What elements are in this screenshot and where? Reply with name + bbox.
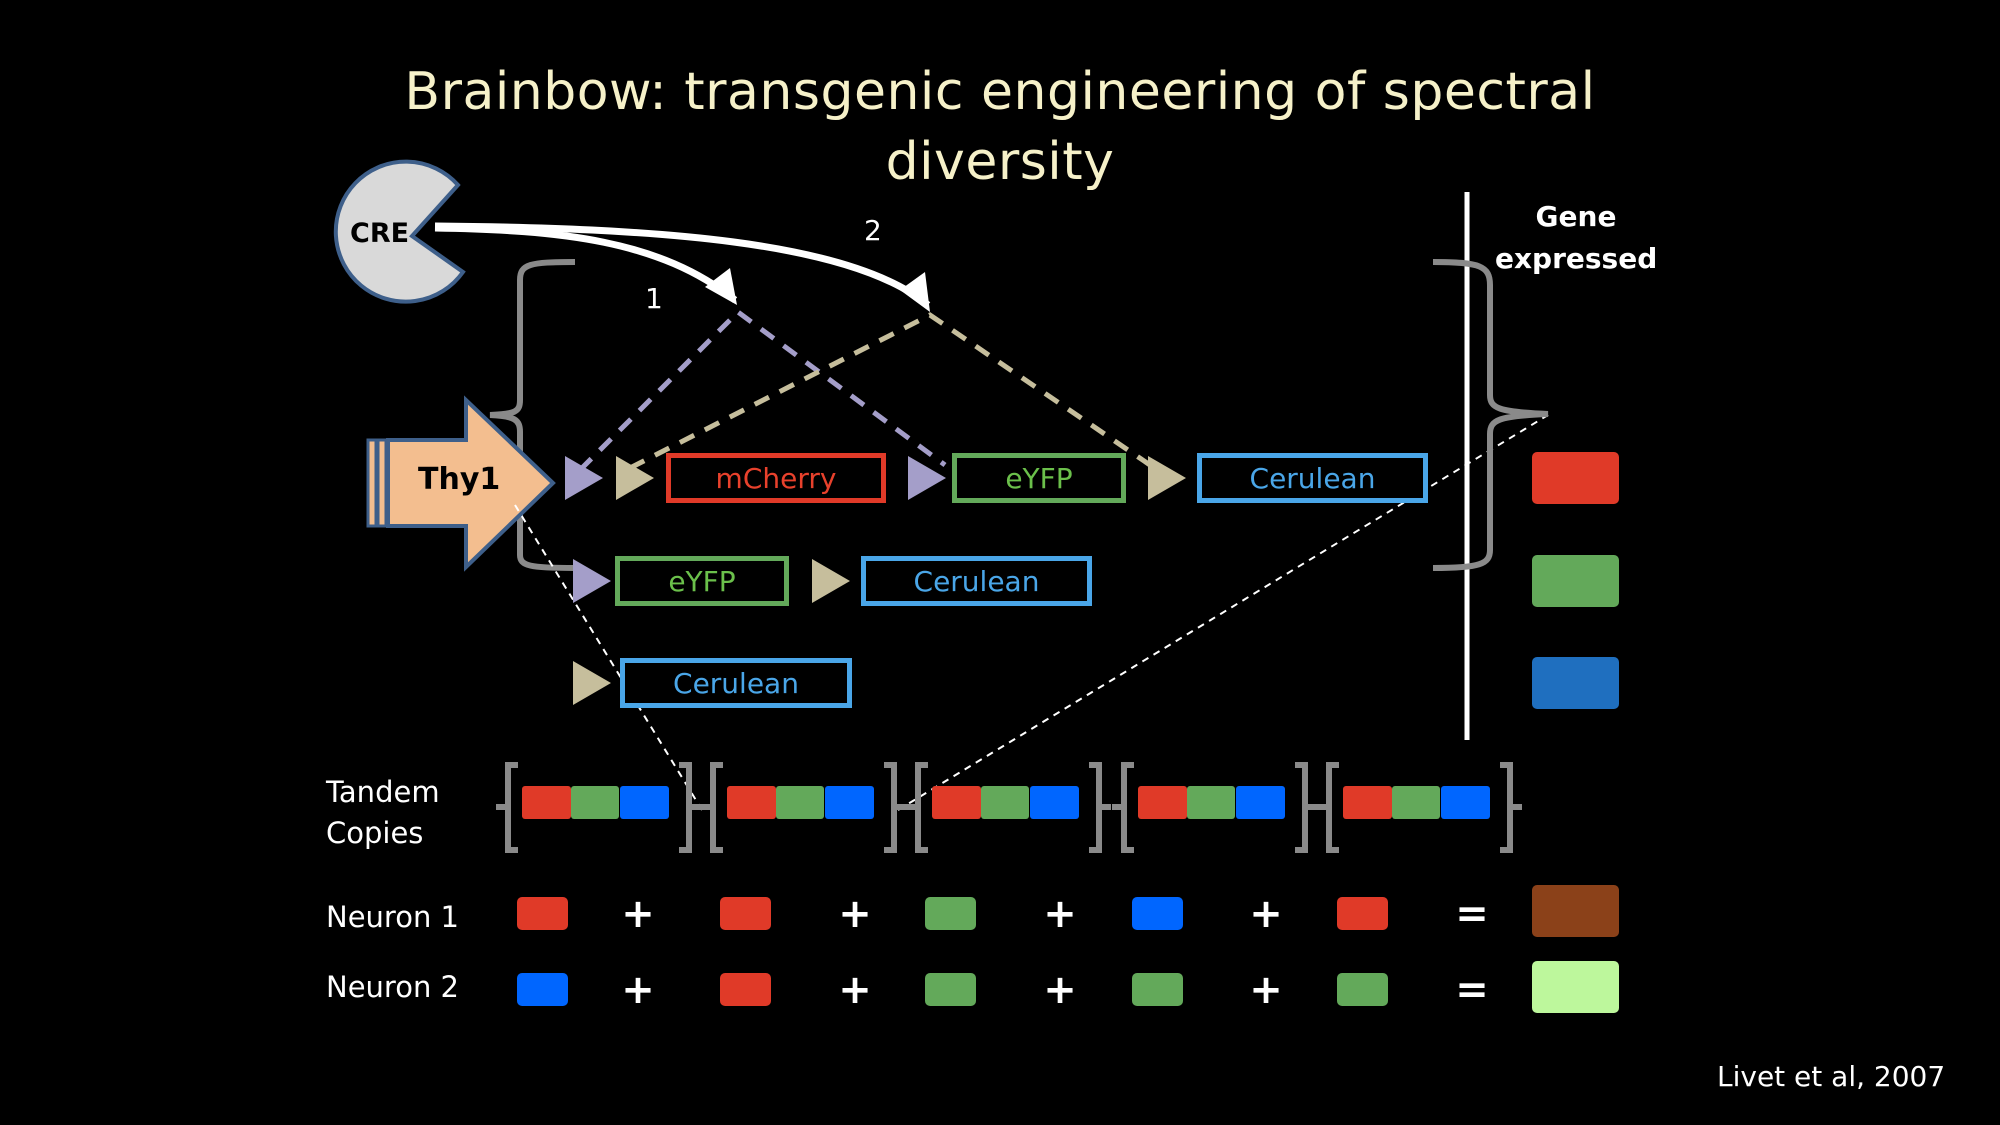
tandem-copy-4	[1112, 762, 1317, 853]
cre-arrow-label-2: 2	[864, 214, 882, 247]
gene-expressed-header: Gene expressed	[1495, 196, 1657, 280]
tandem-segment-green	[776, 786, 824, 819]
neuron-2-plus-3: +	[1043, 967, 1077, 1013]
citation: Livet et al, 2007	[1717, 1060, 1946, 1093]
lox2272-site-row1-b-triangle-icon	[616, 456, 654, 500]
gene-expressed-header-line2: expressed	[1495, 242, 1658, 275]
neuron-2-plus-1: +	[621, 967, 655, 1013]
neuron-1-plus-3: +	[1043, 891, 1077, 937]
gene-cerulean-row3: Cerulean	[620, 658, 852, 708]
neuron-1-plus-1: +	[621, 891, 655, 937]
tandem-segment-blue	[1236, 786, 1285, 819]
guide-line-right	[897, 414, 1549, 811]
neuron-1-result-swatch	[1532, 885, 1619, 937]
tandem-copy-3	[906, 762, 1111, 853]
gene-eyfp-row2: eYFP	[615, 556, 789, 606]
tandem-segment-green	[571, 786, 619, 819]
tandem-segment-green	[1187, 786, 1235, 819]
neuron-2-copy-1-swatch	[517, 973, 568, 1006]
tandem-segment-red	[932, 786, 981, 819]
tandem-segment-red	[727, 786, 776, 819]
tandem-copy-1	[496, 762, 701, 853]
loxp-site-row1-c-triangle-icon	[908, 456, 946, 500]
gene-cerulean-row1: Cerulean	[1197, 453, 1428, 503]
tandem-segment-red	[1343, 786, 1392, 819]
cre-arrow-2-head	[900, 272, 930, 312]
cre-label: CRE	[350, 218, 410, 249]
tandem-segment-blue	[620, 786, 669, 819]
tandem-bracket-left	[1317, 762, 1339, 853]
neuron-1-plus-2: +	[838, 891, 872, 937]
tandem-segment-blue	[1030, 786, 1079, 819]
tandem-bracket-right	[679, 762, 701, 853]
gene-mcherry-row1: mCherry	[666, 453, 886, 503]
neuron-1-copy-2-swatch	[720, 897, 771, 930]
tandem-segment-blue	[825, 786, 874, 819]
loxp-site-row2-a-triangle-icon	[573, 559, 611, 603]
lox2272-site-row2-b-triangle-icon	[812, 559, 850, 603]
neuron-2-result-swatch	[1532, 961, 1619, 1013]
tandem-bracket-left	[1112, 762, 1134, 853]
neuron-1-equals: =	[1455, 891, 1489, 937]
tandem-bracket-right	[1089, 762, 1111, 853]
expressed-swatch-blue	[1532, 657, 1619, 709]
expressed-swatch-red	[1532, 452, 1619, 504]
gene-expressed-header-line1: Gene	[1535, 200, 1617, 233]
tandem-segment-green	[981, 786, 1029, 819]
neuron-2-plus-4: +	[1249, 967, 1283, 1013]
tandem-bracket-right	[1295, 762, 1317, 853]
neuron-1-copy-1-swatch	[517, 897, 568, 930]
loxp-site-row1-a-triangle-icon	[565, 456, 603, 500]
tandem-label-line1: Tandem	[326, 775, 440, 809]
neuron-2-copy-5-swatch	[1337, 973, 1388, 1006]
neuron-2-copy-2-swatch	[720, 973, 771, 1006]
thy1-label: Thy1	[418, 462, 501, 497]
tandem-segment-red	[1138, 786, 1187, 819]
neuron-2-copy-4-swatch	[1132, 973, 1183, 1006]
gene-cerulean-row2: Cerulean	[861, 556, 1092, 606]
neuron-2-label: Neuron 2	[326, 970, 459, 1004]
neuron-2-plus-2: +	[838, 967, 872, 1013]
cre-recombinase-icon	[333, 159, 466, 304]
tandem-bracket-left	[496, 762, 518, 853]
tandem-label: Tandem Copies	[326, 772, 440, 854]
neuron-2-copy-3-swatch	[925, 973, 976, 1006]
tandem-bracket-right	[1500, 762, 1522, 853]
tandem-copy-5	[1317, 762, 1522, 853]
lox2272-site-row3-a-triangle-icon	[573, 661, 611, 705]
cre-arrow-1-head	[705, 268, 737, 305]
construct-bracket-right	[1432, 259, 1549, 571]
cre-arrow-label-1: 1	[645, 282, 663, 315]
tandem-copy-2	[701, 762, 906, 853]
tandem-bracket-right	[884, 762, 906, 853]
thy1-promoter	[366, 395, 556, 572]
neuron-2-equals: =	[1455, 967, 1489, 1013]
neuron-1-copy-3-swatch	[925, 897, 976, 930]
tandem-label-line2: Copies	[326, 816, 424, 850]
cre-arrow-2	[434, 222, 931, 308]
tandem-segment-red	[522, 786, 571, 819]
tandem-bracket-left	[701, 762, 723, 853]
neuron-1-copy-4-swatch	[1132, 897, 1183, 930]
lox2272-site-row1-d-triangle-icon	[1148, 456, 1186, 500]
tandem-bracket-left	[906, 762, 928, 853]
excision-line-tan	[628, 312, 1152, 471]
slide-title-line2: diversity	[885, 132, 1115, 192]
tandem-segment-blue	[1441, 786, 1490, 819]
gene-eyfp-row1: eYFP	[952, 453, 1126, 503]
neuron-1-plus-4: +	[1249, 891, 1283, 937]
slide-title-line1: Brainbow: transgenic engineering of spec…	[404, 62, 1596, 122]
excision-line-purple	[578, 308, 947, 472]
construct-bracket-left	[489, 259, 576, 571]
neuron-1-copy-5-swatch	[1337, 897, 1388, 930]
expressed-swatch-green	[1532, 555, 1619, 607]
neuron-1-label: Neuron 1	[326, 900, 459, 934]
tandem-segment-green	[1392, 786, 1440, 819]
